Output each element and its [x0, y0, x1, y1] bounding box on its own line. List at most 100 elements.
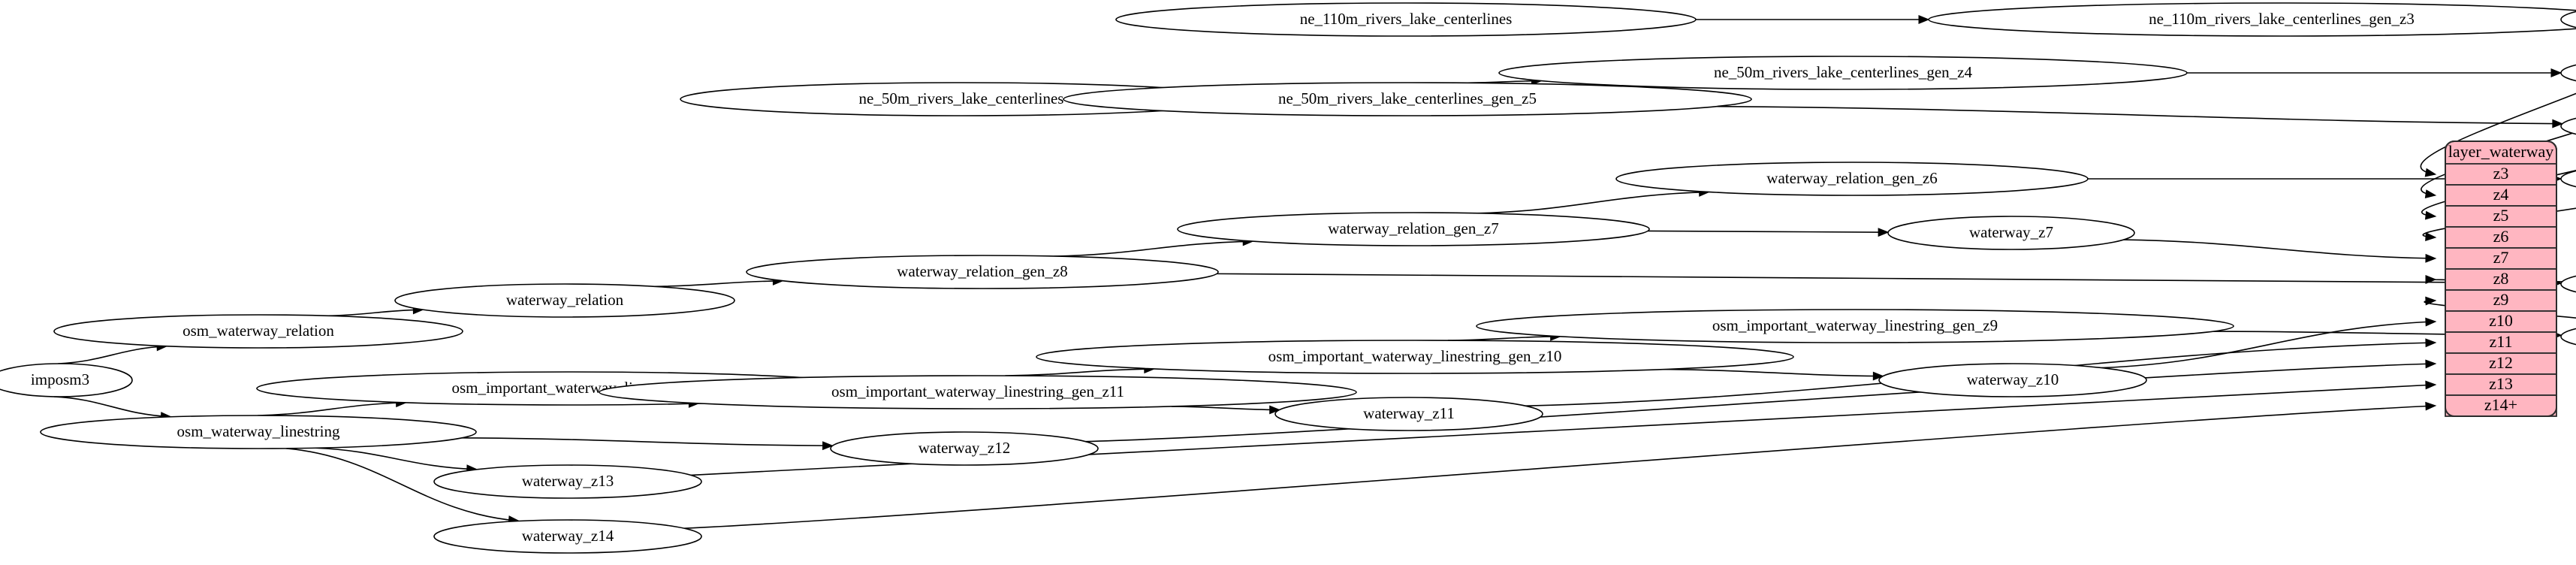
graph-edge [654, 279, 783, 288]
table-row-label: z4 [2493, 185, 2509, 204]
graph-edge [315, 447, 476, 470]
graph-node[interactable]: waterway_z9 [2560, 320, 2576, 353]
edge-arrowhead [822, 441, 834, 451]
graph-node[interactable]: waterway_z5 [2560, 110, 2576, 143]
graph-edge [327, 309, 423, 317]
node-ellipse[interactable] [2560, 267, 2576, 301]
edges-layer [53, 15, 2576, 529]
table-row[interactable] [2445, 268, 2557, 291]
graph-node[interactable]: ne_110m_rivers_lake_centerlines [1115, 2, 1697, 37]
graph-node[interactable]: waterway_z8 [2560, 267, 2576, 301]
node-ellipse[interactable] [1274, 397, 1543, 431]
table-row-label: z9 [2493, 290, 2509, 309]
node-ellipse[interactable] [1177, 212, 1650, 246]
node-ellipse[interactable] [53, 314, 463, 349]
node-ellipse[interactable] [1615, 162, 2089, 196]
graph-node[interactable]: waterway_relation_gen_z6 [1615, 162, 2089, 196]
table-row-label: z11 [2490, 332, 2513, 351]
node-ellipse[interactable] [1063, 82, 1752, 116]
edge-arrowhead [1878, 228, 1890, 237]
graph-node[interactable]: waterway_z3 [2560, 3, 2576, 36]
node-ellipse[interactable] [1928, 2, 2576, 37]
graph-node[interactable]: ne_110m_rivers_lake_centerlines_gen_z3 [1928, 2, 2576, 37]
node-ellipse[interactable] [394, 283, 735, 318]
edge-arrowhead [2425, 380, 2437, 390]
node-ellipse[interactable] [2560, 162, 2576, 195]
graph-node[interactable]: osm_important_waterway_linestring_gen_z1… [599, 375, 1357, 409]
layer-waterway-table: layer_waterwayz3z4z5z6z7z8z9z10z11z12z13… [2445, 140, 2557, 417]
edge-arrowhead [2425, 253, 2437, 263]
node-ellipse[interactable] [830, 431, 1099, 466]
edge-arrowhead [2550, 68, 2562, 77]
node-ellipse[interactable] [1476, 309, 2234, 343]
table-row[interactable] [2445, 184, 2557, 207]
graph-edge [1447, 336, 1560, 341]
graph-node[interactable]: osm_important_waterway_linestring_gen_z1… [1036, 340, 1794, 374]
graph-node[interactable]: imposm3 [0, 363, 133, 397]
table-row-label: z6 [2493, 227, 2509, 246]
graph-node[interactable]: waterway_z14 [433, 519, 702, 554]
table-header-label: layer_waterway [2448, 142, 2553, 161]
table-row[interactable] [2445, 226, 2557, 249]
table-row-label: z12 [2489, 353, 2513, 372]
node-ellipse[interactable] [1887, 216, 2135, 250]
edge-arrowhead [1872, 371, 1884, 381]
graph-edge [258, 402, 406, 416]
edge-arrowhead [2425, 359, 2437, 369]
node-ellipse[interactable] [1498, 56, 2188, 90]
edge-arrowhead [1918, 15, 1930, 24]
graph-node[interactable]: waterway_relation [394, 283, 735, 318]
table-row[interactable] [2445, 394, 2557, 417]
graph-node[interactable]: osm_waterway_relation [53, 314, 463, 349]
table-row-label: z3 [2493, 164, 2509, 183]
node-ellipse[interactable] [1036, 340, 1794, 374]
node-ellipse[interactable] [433, 464, 702, 499]
node-ellipse[interactable] [1878, 363, 2147, 397]
graph-edge [1005, 368, 1154, 376]
graph-node[interactable]: waterway_z4 [2560, 56, 2576, 89]
graph-edge [53, 396, 170, 418]
table-row[interactable] [2445, 352, 2557, 375]
graph-node[interactable]: osm_waterway_linestring [40, 415, 477, 449]
node-ellipse[interactable] [40, 415, 477, 449]
graph-node[interactable]: waterway_z7 [1887, 216, 2135, 250]
table-row[interactable] [2445, 373, 2557, 396]
table-row-label: z13 [2489, 374, 2513, 393]
graph-edge [1172, 406, 1279, 411]
node-ellipse[interactable] [2560, 3, 2576, 36]
edge-arrowhead [2425, 275, 2437, 284]
graph-edge [1663, 368, 1883, 377]
graph-node[interactable]: ne_50m_rivers_lake_centerlines_gen_z5 [1063, 82, 1752, 116]
graph-node[interactable]: waterway_z13 [433, 464, 702, 499]
node-ellipse[interactable] [599, 375, 1357, 409]
table-row-label: z7 [2493, 248, 2509, 267]
graph-node[interactable]: waterway_z11 [1274, 397, 1543, 431]
node-ellipse[interactable] [1115, 2, 1697, 37]
graph-edge [58, 346, 167, 364]
node-ellipse[interactable] [433, 519, 702, 554]
node-ellipse[interactable] [2560, 320, 2576, 353]
graph-edge [285, 448, 518, 522]
edge-arrowhead [2425, 401, 2437, 411]
graph-node[interactable]: waterway_z10 [1878, 363, 2147, 397]
table-row-label: z14+ [2484, 395, 2517, 414]
graph-node[interactable]: waterway_relation_gen_z7 [1177, 212, 1650, 246]
graph-node[interactable]: waterway_z12 [830, 431, 1099, 466]
graph-edge [2420, 92, 2576, 175]
table-outline-overlay [2445, 140, 2557, 417]
graph-node[interactable]: waterway_relation_gen_z8 [746, 255, 1219, 289]
edge-arrowhead [2552, 119, 2564, 128]
graph-node[interactable]: ne_50m_rivers_lake_centerlines_gen_z4 [1498, 56, 2188, 90]
node-ellipse[interactable] [746, 255, 1219, 289]
node-ellipse[interactable] [0, 363, 133, 397]
edge-arrowhead [2424, 168, 2437, 177]
graph-edge [1648, 230, 1888, 233]
graph-node[interactable]: osm_important_waterway_linestring_gen_z9 [1476, 309, 2234, 343]
node-ellipse[interactable] [2560, 110, 2576, 143]
graph-edge [1716, 105, 2562, 125]
node-ellipse[interactable] [2560, 56, 2576, 89]
graph-edge [2101, 321, 2436, 369]
edge-arrowhead [2425, 317, 2437, 327]
graph-node[interactable]: waterway_z6 [2560, 162, 2576, 195]
